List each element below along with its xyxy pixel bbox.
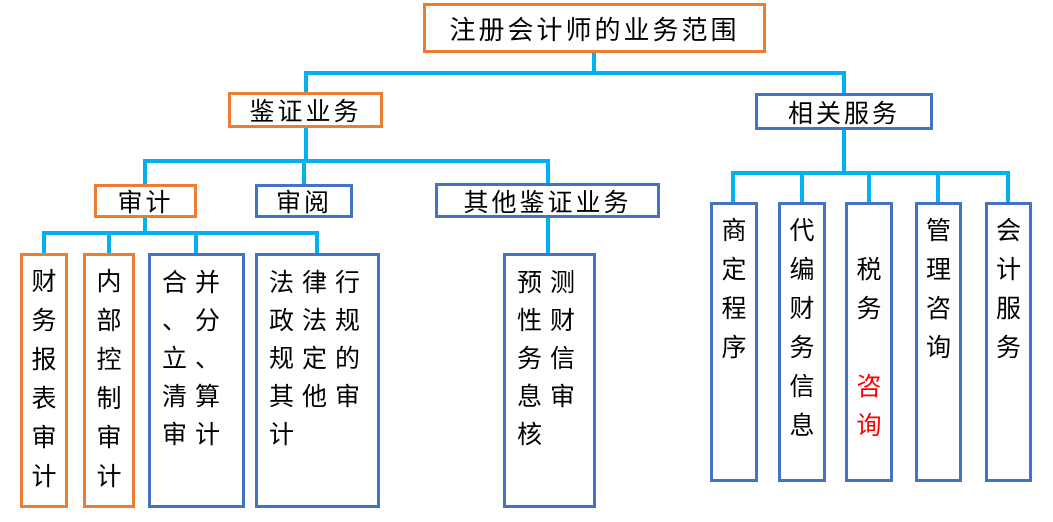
tax-consulting-black-text: 税 务: [856, 256, 882, 323]
connector-assurance-down: [304, 128, 308, 161]
node-merger-division-liquidation-audit: 合并 、分 立、 清算 审计: [148, 253, 245, 508]
connector-level3-horizontal: [42, 231, 319, 235]
node-internal-control-audit: 内 部 控 制 审 计: [83, 253, 135, 508]
connector-acct-top: [1006, 171, 1010, 202]
node-other-assurance: 其他鉴证业务: [435, 183, 660, 218]
connector-assurance-top: [304, 71, 308, 92]
node-review: 审阅: [255, 184, 353, 218]
connector-review-top: [302, 159, 306, 184]
tax-consulting-red-text: 咨 询: [856, 373, 882, 440]
connector-ica-top: [107, 231, 111, 253]
connector-other-down: [546, 218, 550, 253]
connector-tax-top: [867, 171, 871, 202]
node-management-consulting: 管 理 咨 询: [915, 202, 962, 482]
node-accounting-services: 会 计 服 务: [985, 202, 1032, 482]
connector-compile-top: [800, 171, 804, 202]
connector-root-down: [592, 53, 596, 73]
node-audit: 审计: [94, 184, 197, 218]
node-assurance: 鉴证业务: [228, 92, 383, 128]
connector-fsa-top: [42, 231, 46, 253]
node-compile-financial-info: 代 编 财 务 信 息: [778, 202, 826, 482]
connector-level2-horizontal: [143, 159, 550, 163]
connector-audit-down: [143, 218, 147, 233]
connector-level1-horizontal: [304, 71, 846, 75]
connector-audit-top: [143, 159, 147, 184]
connector-mgmt-top: [936, 171, 940, 202]
node-financial-statement-audit: 财 务 报 表 审 计: [20, 253, 68, 508]
connector-related-top: [842, 71, 846, 93]
node-root-title: 注册会计师的业务范围: [423, 3, 766, 53]
connector-related-down: [842, 130, 846, 173]
connector-legal-top: [315, 231, 319, 253]
node-forecast-financial-info-review: 预测 性财 务信 息审 核: [503, 253, 596, 508]
connector-merger-top: [194, 231, 198, 253]
node-agreed-procedures: 商 定 程 序: [710, 202, 758, 482]
node-laws-regulations-other-audit: 法律行 政法规 规定的 其他审 计: [255, 253, 380, 508]
node-related-services: 相关服务: [755, 93, 933, 130]
connector-other-top: [546, 159, 550, 184]
connector-agreed-top: [731, 171, 735, 202]
node-tax-consulting: 税 务 咨 询: [845, 202, 893, 482]
